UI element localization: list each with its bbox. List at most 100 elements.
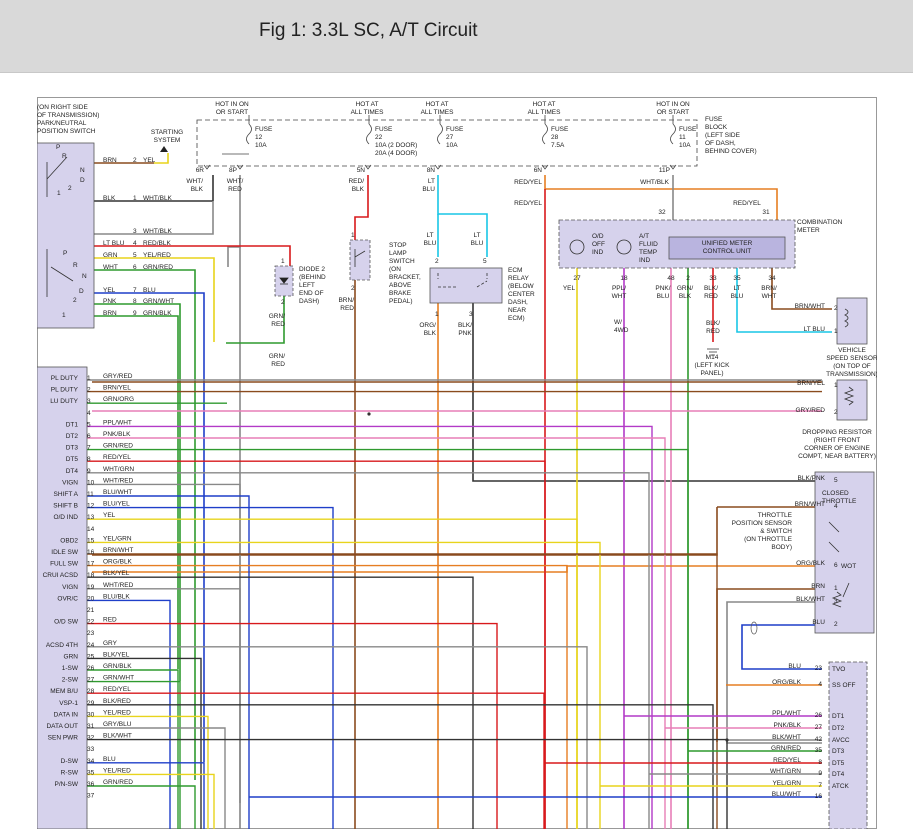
wire-red-blk-2 [94,245,291,267]
stop-lamp-label: SWITCH [389,258,415,265]
ecm-pin-name: D-SW [61,758,79,765]
wire-brn-tps [716,588,822,742]
figure-title: Fig 1: 3.3L SC, A/T Circuit [259,20,478,41]
relay-pin-label: 5 [483,258,487,265]
ecm-pin-number: 27 [87,677,95,684]
wire-color-label: BRN/WHT [795,501,825,508]
diode-icon [279,277,289,285]
switch-position-label: D [80,177,85,184]
ecm-pin-number: 10 [87,479,95,486]
meter-pin-label: 33 [709,275,717,282]
wire-ecm-pin-28 [87,692,545,829]
ecm-pin-number: 12 [87,503,95,510]
ecm-pin-number: 3 [87,398,91,405]
wire-color-label: GRY/BLU [103,721,132,728]
wire-wht-blk [94,201,214,235]
stop-pin-label: 2 [351,285,355,292]
fuse-label: 28 [551,134,559,141]
wire-color-label: YEL [103,512,116,519]
meter-pin-label: 2 [686,275,690,282]
wire-color-label: GRN/RED [771,745,801,752]
od-off-label: OFF [592,241,605,248]
tcm-pin-number: 35 [815,747,823,754]
diode-pin-label: 1 [281,258,285,265]
wire-ecm-pin-11 [87,495,250,829]
wire-color-label: LT [473,232,480,239]
wire-color-label: GRN/BLK [103,663,132,670]
tps-label: & SWITCH [760,528,792,535]
fuse-pin-label: 8N [427,167,436,174]
closed-throttle-label: CLOSED [822,490,849,497]
ecm-pin-name: O/D SW [54,619,79,626]
wire-ecm-pin-9 [87,472,650,829]
wire-org-blk-tps [92,565,822,573]
tcm-pin-number: 42 [815,736,823,743]
diode-label: END OF [299,290,324,297]
wire-color-label: WHT/RED [103,477,134,484]
ecm-pin-number: 2 [87,387,91,394]
wire-ecm-pin-30 [87,715,209,829]
ecm-relay-label: ECM) [508,315,525,322]
tcm-pin-name: DT3 [832,748,845,755]
switch-contact [828,521,850,598]
tcm-pin-number: 7 [818,782,822,789]
ground-icon [707,348,719,356]
wire-color-label: GRY [103,640,118,647]
fuse-block-label: BEHIND COVER) [705,148,757,155]
wire-color-label: YEL [563,285,576,292]
fuse-icon [437,123,443,145]
wire-layer [87,153,832,829]
wire-color-label: WHT/BLK [640,179,670,186]
wire-color-label: BRN/WHT [103,547,133,554]
tcm-pin-number: 16 [815,793,823,800]
sensor-pin-label: 1 [834,328,838,335]
fuse-label: FUSE [255,126,273,133]
tcm-pin-number: 27 [815,724,823,731]
stop-lamp-label: STOP [389,242,407,249]
starting-system-label: STARTING [151,129,183,136]
switch-contact [46,249,74,297]
w4wd-label: 4WD [614,327,629,334]
sensor-pin-label: 2 [834,305,838,312]
starting-system-label: SYSTEM [154,137,181,144]
wire-color-label: GRN/RED [143,264,173,271]
dropping-resistor-body [836,379,868,421]
tps-label: (ON THROTTLE [744,536,793,543]
connector-arrow [541,164,549,170]
wire-color-label: ORG/BLK [103,559,133,566]
dropping-resistor-label: CORNER OF ENGINE [804,445,870,452]
tcm-pin-number: 9 [818,770,822,777]
wire-color-label: BLK/WHT [796,596,825,603]
ecm-relay-label: DASH, [508,299,528,306]
power-source-label: ALL TIMES [421,109,455,116]
wire-ecm-pin-7 [87,448,689,829]
connector-arrow [203,164,211,170]
ecm-pin-name: 2-SW [62,677,79,684]
tps-label: POSITION SENSOR [732,520,793,527]
wire-color-label: GRN/WHT [143,298,174,305]
sensor-pin-label: 5 [834,477,838,484]
fuse-icon [670,123,676,145]
diode-label: LEFT [299,282,315,289]
wire-color-label: BLU [471,240,484,247]
wire-ecm-pin-25 [87,657,202,829]
wire-color-label: BLK [352,186,365,193]
wire-color-label: BLK/YEL [103,570,130,577]
ecm-pin-number: 24 [87,642,95,649]
wire-color-label: PPL/WHT [772,710,801,717]
switch-position-label: N [82,273,87,280]
wire-color-label: YEL [143,157,156,164]
switch-position-label: R [62,153,67,160]
tps-label: THROTTLE [758,512,793,519]
fuse-label: 7.5A [551,142,565,149]
wire-lt-blu [437,175,488,257]
switch-position-label: P [56,144,60,151]
wire-color-label: BLU [812,619,825,626]
fuse-label: FUSE [679,126,697,133]
wire-blu [94,292,205,762]
wire-color-label: WHT/BLK [143,195,173,202]
od-off-label: IND [592,249,604,256]
switch-position-label: P [63,250,67,257]
wire-yel [154,153,169,164]
